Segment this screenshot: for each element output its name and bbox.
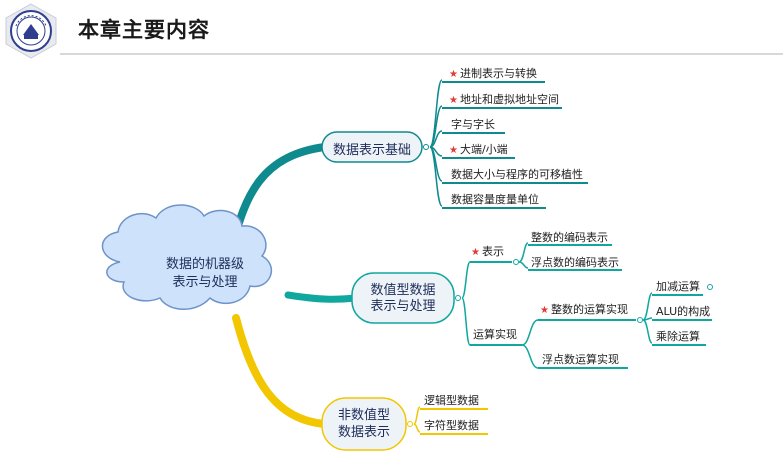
center-line-1: 数据的机器级 (165, 257, 244, 272)
branch1-label: 数据表示基础 (332, 143, 411, 158)
branch-connector-2 (284, 291, 360, 303)
branch3-label: 非数值型 数据表示 (322, 407, 406, 441)
b2-rep-item-2: 浮点数的编码表示 (531, 256, 619, 269)
b3-item-1: 逻辑型数据 (424, 394, 479, 407)
page-title: 本章主要内容 (78, 18, 210, 42)
b2-int-item-3: 乘除运算 (656, 330, 700, 343)
seal-icon (5, 3, 57, 59)
branch3-line-2: 数据表示 (337, 425, 390, 440)
branch-connector-3 (232, 314, 329, 428)
center-topic: 数据的机器级 表示与处理 (150, 256, 260, 292)
b2-calc-label: 运算实现 (473, 328, 517, 341)
b2-rep-item-1: 整数的编码表示 (531, 231, 608, 244)
branch3-node (321, 397, 407, 451)
branch2-label: 数值型数据 表示与处理 (352, 283, 454, 315)
star-icon: ★ (471, 247, 480, 258)
center-cloud (101, 204, 273, 310)
b1-item-6: 数据容量度量单位 (451, 193, 539, 206)
branch2-node (351, 272, 455, 324)
branch2-line-2: 表示与处理 (370, 299, 436, 314)
b1-item-3: 字与字长 (451, 118, 495, 131)
branch3-line-1: 非数值型 (337, 408, 390, 423)
star-icon: ★ (449, 69, 458, 80)
b1-item-5: 数据大小与程序的可移植性 (451, 168, 583, 181)
b1-item-4: ★大端/小端 (449, 143, 508, 156)
b1-item-2: ★地址和虚拟地址空间 (449, 93, 559, 106)
b2-int-item-1: 加减运算 (656, 280, 700, 293)
center-line-2: 表示与处理 (172, 275, 238, 290)
b1-item-1: ★进制表示与转换 (449, 67, 537, 80)
star-icon: ★ (540, 305, 549, 316)
header-divider (60, 53, 783, 55)
branch1-node (321, 131, 423, 163)
star-icon: ★ (449, 145, 458, 156)
b2-rep-label: ★表示 (471, 245, 504, 258)
b3-item-2: 字符型数据 (424, 419, 479, 432)
b2-int-label: ★整数的运算实现 (540, 303, 628, 316)
b2-int-item-2: ALU的构成 (656, 305, 711, 318)
header: 本章主要内容 (0, 0, 783, 60)
star-icon: ★ (449, 95, 458, 106)
branch2-line-1: 数值型数据 (370, 283, 436, 298)
university-logo (2, 2, 60, 60)
b2-float-label: 浮点数运算实现 (542, 353, 619, 366)
